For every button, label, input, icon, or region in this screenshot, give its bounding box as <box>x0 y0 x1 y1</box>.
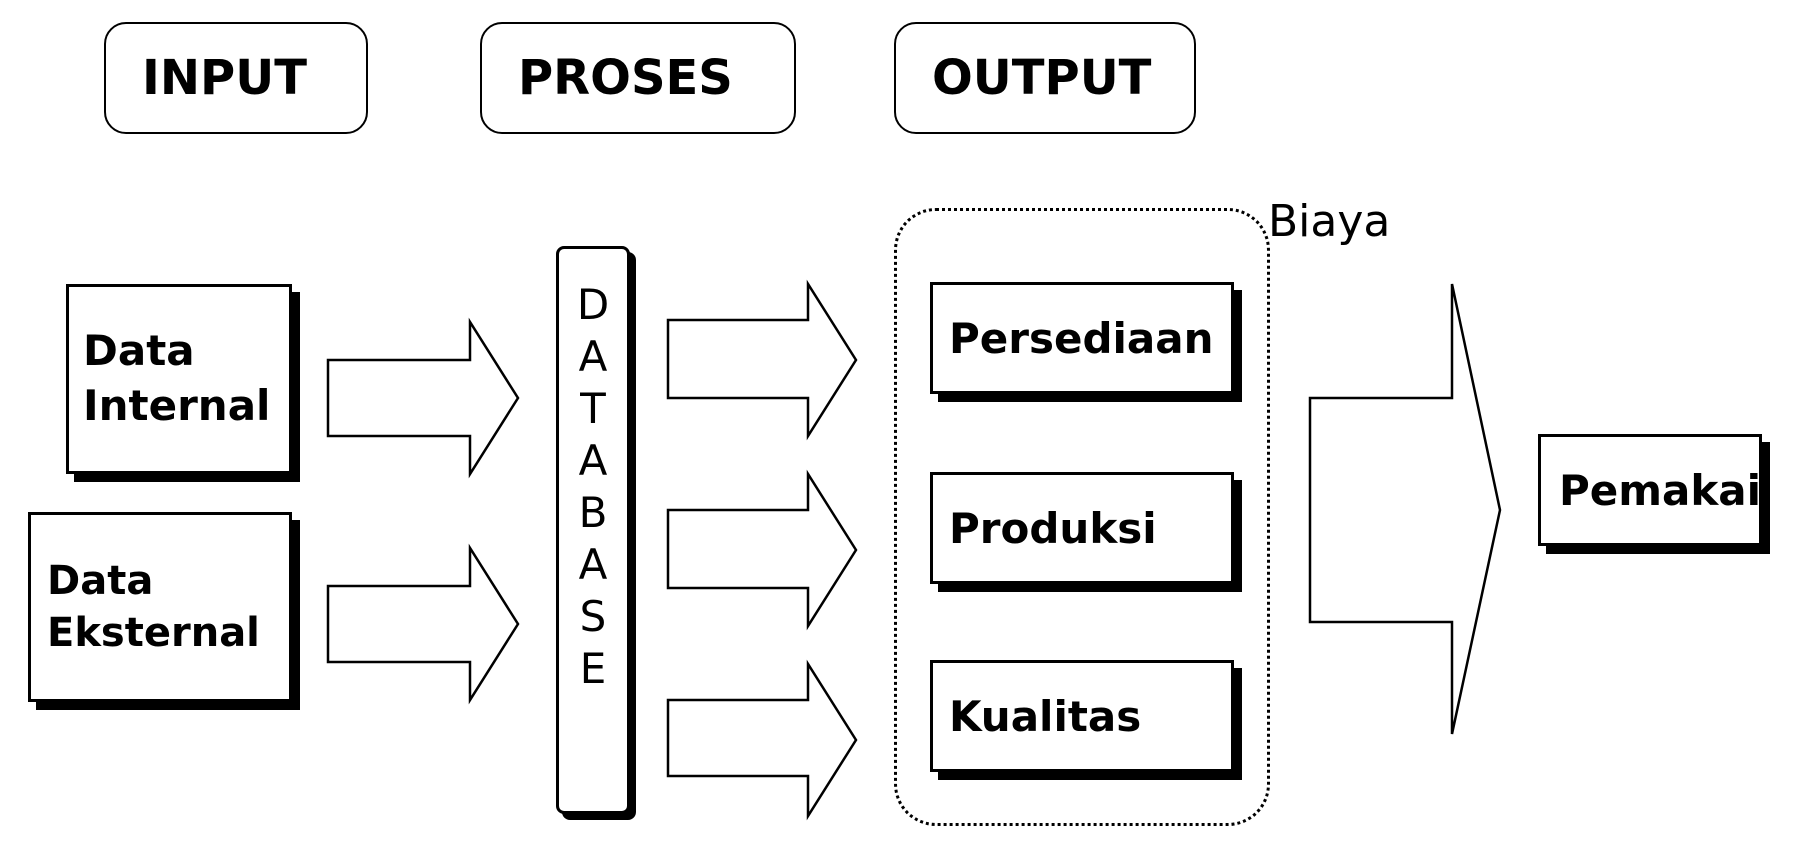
arrow-database-to-persediaan <box>666 279 858 441</box>
produksi-label: Produksi <box>949 503 1157 553</box>
data-eksternal-box: Data Eksternal <box>28 512 292 702</box>
kualitas-box: Kualitas <box>930 660 1234 772</box>
db-letter: T <box>580 384 606 433</box>
db-letter: A <box>578 540 608 589</box>
data-internal-box: Data Internal <box>66 284 292 474</box>
data-eksternal-label: Data Eksternal <box>47 558 260 656</box>
arrow-database-to-kualitas <box>666 659 858 821</box>
group-label-biaya: Biaya <box>1268 196 1391 247</box>
db-letter: S <box>579 592 607 641</box>
db-letter: A <box>578 332 608 381</box>
header-input: INPUT <box>104 22 368 134</box>
persediaan-label: Persediaan <box>949 313 1214 363</box>
data-internal-label: Data Internal <box>83 326 271 430</box>
db-letter: D <box>576 280 610 329</box>
arrow-internal-to-database <box>326 317 520 479</box>
header-output: OUTPUT <box>894 22 1196 134</box>
db-letter: A <box>578 436 608 485</box>
pemakai-box: Pemakai <box>1538 434 1762 546</box>
database-letters: D A T A B A S E <box>559 279 627 695</box>
header-output-label: OUTPUT <box>932 50 1152 106</box>
header-proses-label: PROSES <box>518 50 733 106</box>
persediaan-box: Persediaan <box>930 282 1234 394</box>
kualitas-label: Kualitas <box>949 691 1142 741</box>
header-input-label: INPUT <box>142 50 307 106</box>
pemakai-label: Pemakai <box>1559 465 1762 515</box>
arrow-database-to-produksi <box>666 469 858 631</box>
arrow-output-to-pemakai <box>1308 283 1502 735</box>
arrow-eksternal-to-database <box>326 543 520 705</box>
database-box: D A T A B A S E <box>556 246 630 814</box>
produksi-box: Produksi <box>930 472 1234 584</box>
output-group <box>894 208 1270 826</box>
db-letter: B <box>578 488 608 537</box>
header-proses: PROSES <box>480 22 796 134</box>
db-letter: E <box>579 644 607 693</box>
